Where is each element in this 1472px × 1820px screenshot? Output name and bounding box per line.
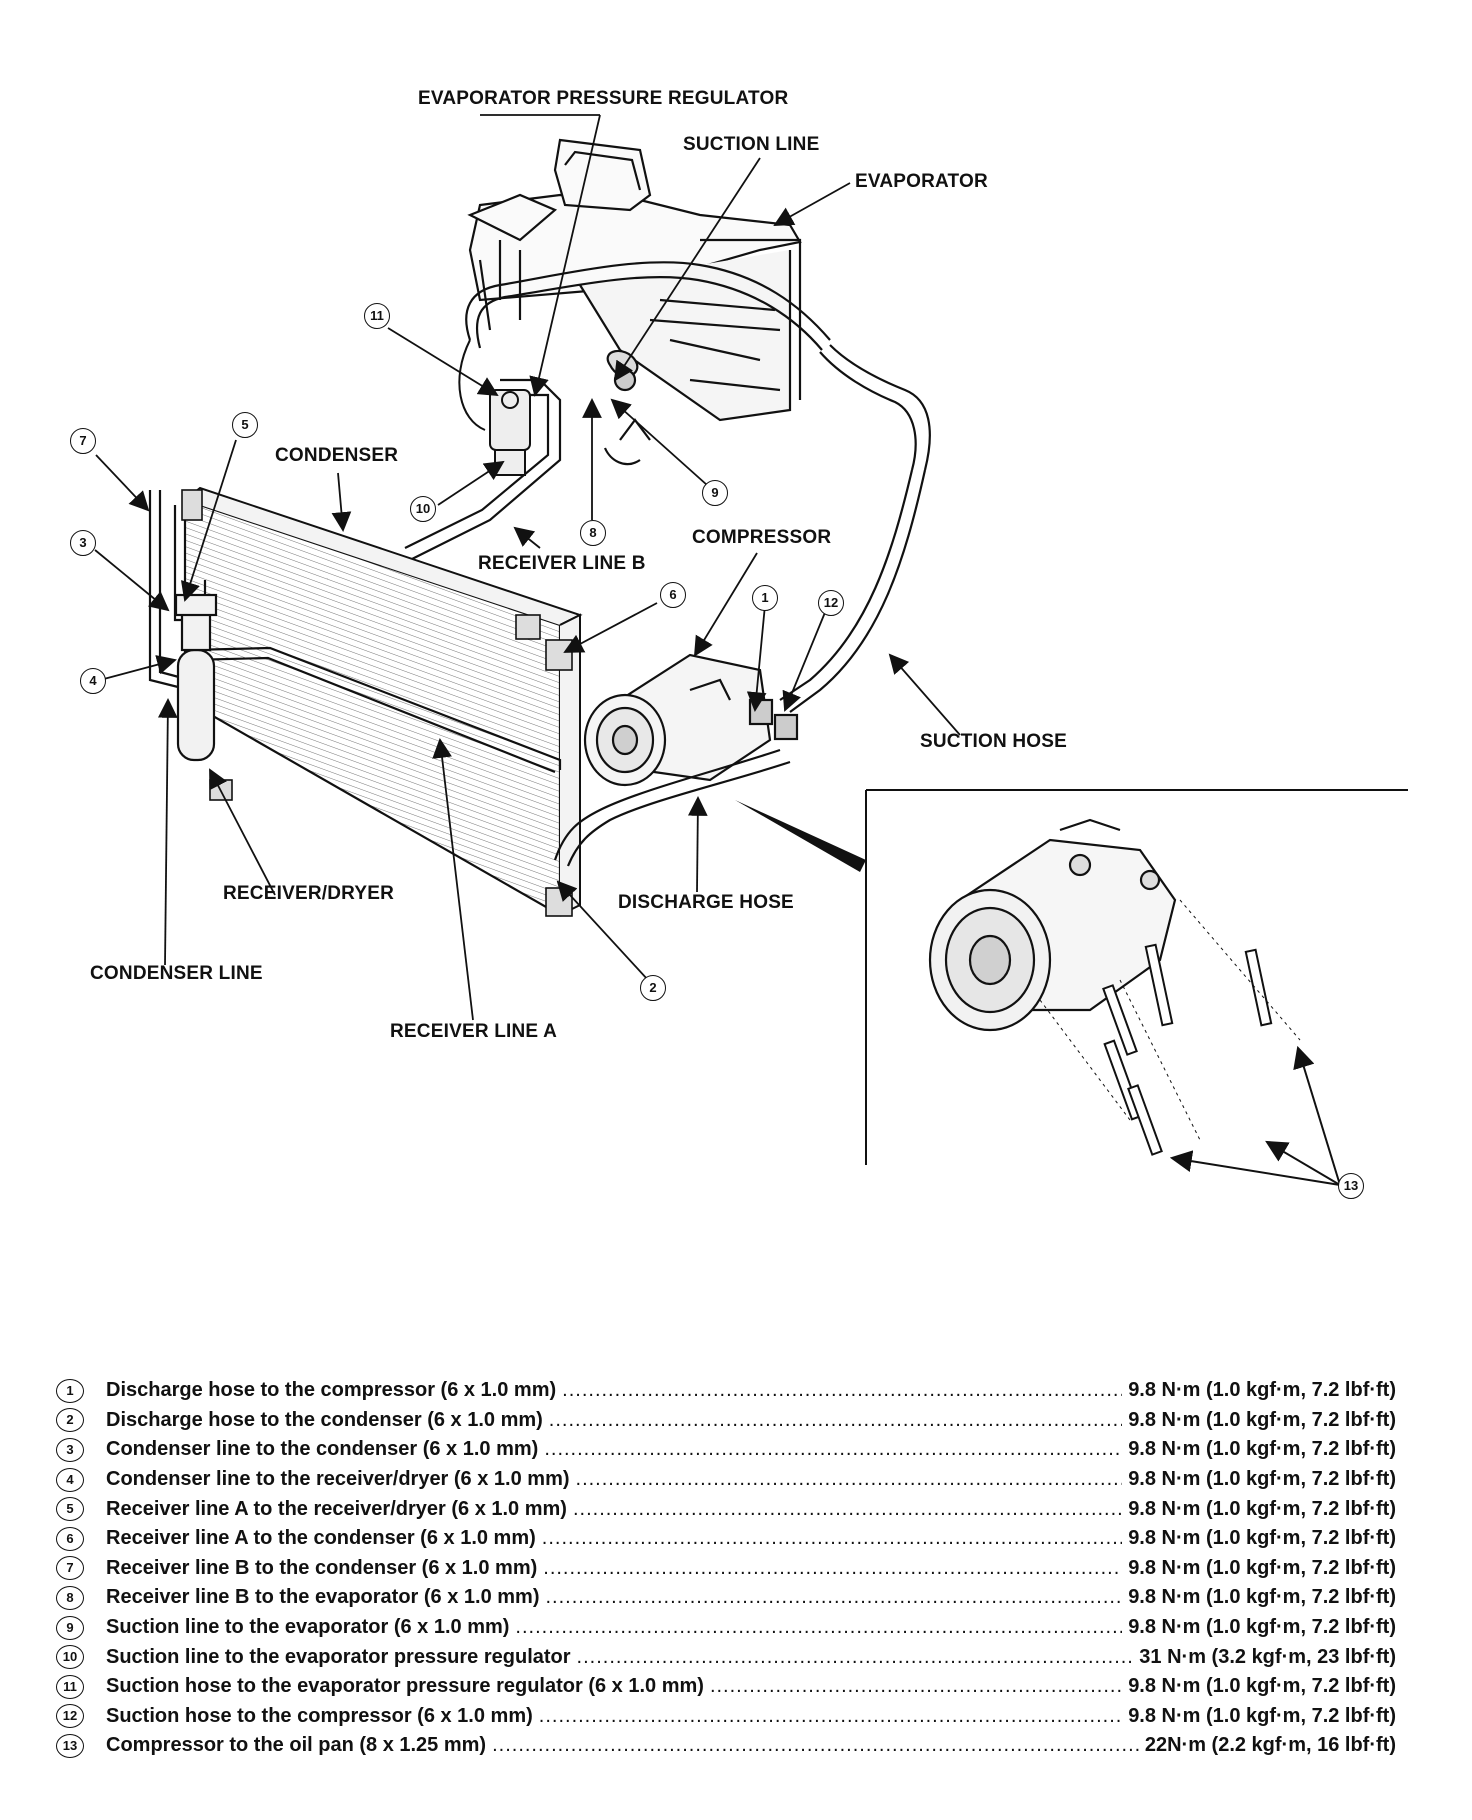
spec-torque: 31 N·m (3.2 kgf·m, 23 lbf·ft) [1139, 1645, 1396, 1668]
label-compressor: COMPRESSOR [692, 527, 832, 548]
spec-row: 3 Condenser line to the condenser (6 x 1.… [56, 1435, 1396, 1465]
spec-row: 13 Compressor to the oil pan (8 x 1.25 mm… [56, 1731, 1396, 1761]
leader-dots [492, 1734, 1139, 1757]
label-receiver-line-a: RECEIVER LINE A [390, 1021, 557, 1042]
spec-row: 11 Suction hose to the evaporator pressur… [56, 1672, 1396, 1702]
leader-dots [710, 1675, 1122, 1698]
label-evaporator-pressure-regulator: EVAPORATOR PRESSURE REGULATOR [418, 88, 789, 109]
spec-row: 9 Suction line to the evaporator (6 x 1.0… [56, 1613, 1396, 1643]
spec-torque: 9.8 N·m (1.0 kgf·m, 7.2 lbf·ft) [1128, 1675, 1396, 1698]
spec-number: 11 [56, 1674, 84, 1699]
spec-row: 1 Discharge hose to the compressor (6 x 1… [56, 1376, 1396, 1406]
leader-dots [546, 1586, 1123, 1609]
condenser [181, 486, 583, 917]
label-receiver-line-b: RECEIVER LINE B [478, 553, 646, 574]
spec-number: 3 [56, 1437, 84, 1462]
label-condenser: CONDENSER [275, 445, 399, 466]
callout-2: 2 [640, 975, 666, 1001]
spec-number: 1 [56, 1378, 84, 1403]
leader-dots [577, 1646, 1134, 1669]
spec-number: 2 [56, 1408, 84, 1433]
suction-discharge-hoses [553, 469, 927, 867]
torque-spec-list: 1 Discharge hose to the compressor (6 x 1… [56, 1376, 1396, 1761]
spec-torque: 9.8 N·m (1.0 kgf·m, 7.2 lbf·ft) [1128, 1468, 1396, 1491]
spec-description: Suction line to the evaporator pressure … [106, 1645, 571, 1668]
spec-description: Compressor to the oil pan (8 x 1.25 mm) [106, 1734, 487, 1757]
spec-row: 6 Receiver line A to the condenser (6 x 1… [56, 1524, 1396, 1554]
spec-torque: 9.8 N·m (1.0 kgf·m, 7.2 lbf·ft) [1128, 1379, 1396, 1402]
spec-number: 9 [56, 1615, 84, 1640]
callout-6-upper: 6 [660, 582, 686, 608]
spec-row: 4 Condenser line to the receiver/dryer (6… [56, 1465, 1396, 1495]
leader-dots [515, 1616, 1122, 1639]
spec-torque: 9.8 N·m (1.0 kgf·m, 7.2 lbf·ft) [1128, 1556, 1396, 1579]
label-evaporator: EVAPORATOR [855, 171, 988, 192]
evaporator-unit [467, 138, 802, 466]
spec-description: Suction hose to the compressor (6 x 1.0 … [106, 1704, 533, 1727]
callout-9: 9 [702, 480, 728, 506]
spec-row: 5 Receiver line A to the receiver/dryer (… [56, 1494, 1396, 1524]
receiver-dryer [174, 593, 218, 762]
spec-torque: 9.8 N·m (1.0 kgf·m, 7.2 lbf·ft) [1128, 1408, 1396, 1431]
spec-description: Receiver line B to the evaporator (6 x 1… [106, 1586, 540, 1609]
spec-number: 10 [56, 1645, 84, 1670]
spec-number: 5 [56, 1497, 84, 1522]
epr-valve [458, 339, 531, 476]
spec-description: Receiver line B to the condenser (6 x 1.… [106, 1556, 538, 1579]
spec-number: 13 [56, 1733, 84, 1758]
spec-torque: 9.8 N·m (1.0 kgf·m, 7.2 lbf·ft) [1128, 1438, 1396, 1461]
callout-10: 10 [410, 496, 436, 522]
label-suction-line: SUCTION LINE [683, 134, 820, 155]
spec-description: Suction line to the evaporator (6 x 1.0 … [106, 1616, 510, 1639]
callout-11: 11 [364, 303, 390, 329]
spec-description: Discharge hose to the compressor (6 x 1.… [106, 1379, 557, 1402]
leader-dots [573, 1498, 1122, 1521]
spec-torque: 9.8 N·m (1.0 kgf·m, 7.2 lbf·ft) [1128, 1704, 1396, 1727]
callout-7: 7 [70, 428, 96, 454]
spec-row: 2 Discharge hose to the condenser (6 x 1.… [56, 1406, 1396, 1436]
spec-description: Discharge hose to the condenser (6 x 1.0… [106, 1408, 543, 1431]
spec-number: 4 [56, 1467, 84, 1492]
spec-torque: 9.8 N·m (1.0 kgf·m, 7.2 lbf·ft) [1128, 1586, 1396, 1609]
callout-13: 13 [1338, 1173, 1364, 1199]
ac-system-diagram [94, 114, 1408, 1186]
leader-dots [544, 1438, 1122, 1461]
label-condenser-line: CONDENSER LINE [90, 963, 263, 984]
leader-dots [562, 1379, 1122, 1402]
spec-torque: 9.8 N·m (1.0 kgf·m, 7.2 lbf·ft) [1128, 1497, 1396, 1520]
leader-dots [542, 1527, 1122, 1550]
leader-dots [539, 1705, 1122, 1728]
label-receiver-dryer: RECEIVER/DRYER [223, 883, 395, 904]
spec-number: 8 [56, 1585, 84, 1610]
leader-arrows [94, 114, 961, 1021]
callout-4: 4 [80, 668, 106, 694]
spec-torque: 9.8 N·m (1.0 kgf·m, 7.2 lbf·ft) [1128, 1527, 1396, 1550]
compressor-inset [735, 789, 1408, 1186]
spec-row: 7 Receiver line B to the condenser (6 x 1… [56, 1554, 1396, 1584]
leader-dots [576, 1468, 1123, 1491]
compressor [583, 653, 799, 787]
callout-12: 12 [818, 590, 844, 616]
callout-1: 1 [752, 585, 778, 611]
spec-description: Condenser line to the condenser (6 x 1.0… [106, 1438, 539, 1461]
spec-torque: 22N·m (2.2 kgf·m, 16 lbf·ft) [1144, 1734, 1396, 1757]
leader-dots [549, 1409, 1122, 1432]
label-discharge-hose: DISCHARGE HOSE [618, 892, 794, 913]
leader-dots [543, 1557, 1122, 1580]
spec-number: 7 [56, 1556, 84, 1581]
spec-description: Suction hose to the evaporator pressure … [106, 1675, 704, 1698]
spec-row: 12 Suction hose to the compressor (6 x 1.… [56, 1702, 1396, 1732]
callout-5: 5 [232, 412, 258, 438]
label-suction-hose: SUCTION HOSE [920, 731, 1068, 752]
spec-description: Condenser line to the receiver/dryer (6 … [106, 1468, 570, 1491]
spec-number: 6 [56, 1526, 84, 1551]
spec-row: 8 Receiver line B to the evaporator (6 x … [56, 1583, 1396, 1613]
spec-description: Receiver line A to the receiver/dryer (6… [106, 1497, 567, 1520]
callout-3: 3 [70, 530, 96, 556]
spec-number: 12 [56, 1704, 84, 1729]
spec-torque: 9.8 N·m (1.0 kgf·m, 7.2 lbf·ft) [1128, 1616, 1396, 1639]
spec-description: Receiver line A to the condenser (6 x 1.… [106, 1527, 536, 1550]
spec-row: 10 Suction line to the evaporator pressur… [56, 1642, 1396, 1672]
callout-8: 8 [580, 520, 606, 546]
